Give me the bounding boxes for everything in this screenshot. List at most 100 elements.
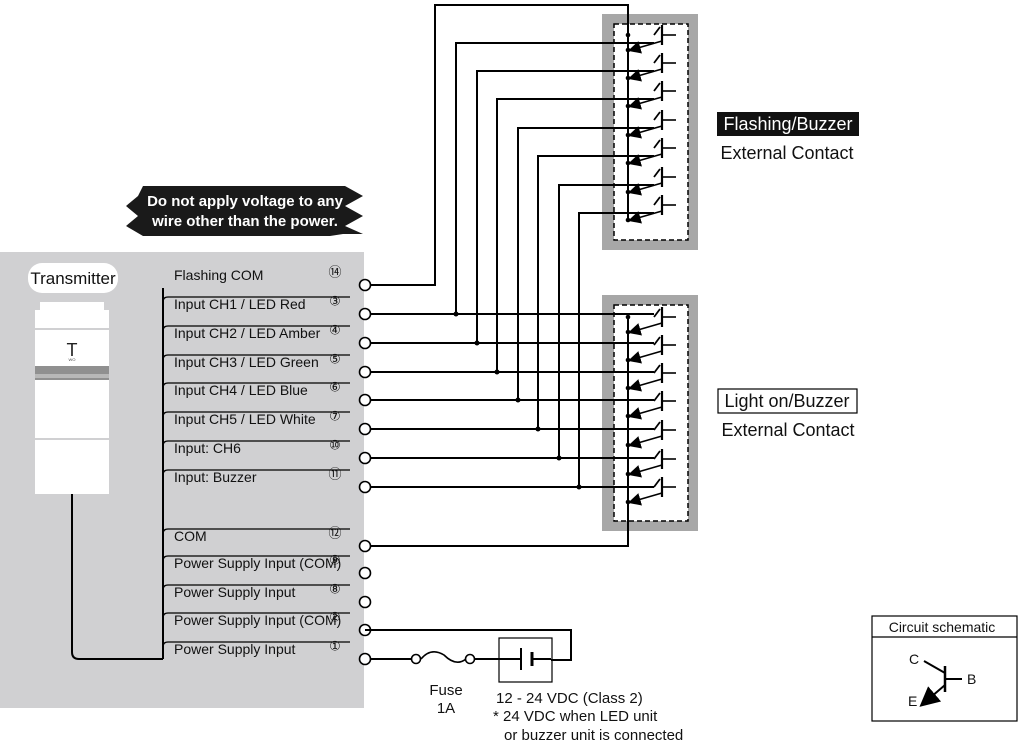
flash-branch-wire [455,42,654,314]
terminal-separator [162,411,350,418]
terminal-label: Input CH3 / LED Green [174,354,319,370]
terminal-label: Input CH5 / LED White [174,411,316,427]
tower-logo-sub: WO [69,357,76,362]
contact-switch [625,420,676,449]
terminal-number: ⑭ [328,266,341,281]
contact-switch [625,25,676,54]
terminal-label: Input: CH6 [174,440,241,456]
terminal-separator [162,354,350,361]
terminal-label: Input CH2 / LED Amber [174,325,321,341]
contact-switch [625,477,676,506]
junction-dot [625,32,631,38]
signal-tower: T WO [35,302,109,494]
contact-switch [625,167,676,196]
light-contact-box [602,295,698,531]
terminal-label: Input: Buzzer [174,469,257,485]
terminal-separator [162,612,350,619]
junction-dot [515,397,521,403]
terminal-separator [162,296,350,303]
junction-dot [625,314,631,320]
junction-dot [474,340,480,346]
terminal-label: Flashing COM [174,267,263,283]
terminal-separator [162,641,350,648]
junction-dot [556,455,562,461]
wiring-lines [371,4,654,547]
warning-line-1: Do not apply voltage to any [147,193,344,210]
terminal-number: ⑥ [329,381,341,396]
terminal-screw [358,422,372,436]
terminal-label: Power Supply Input [174,641,296,657]
terminal-label: COM [174,528,207,544]
contact-switch [625,81,676,110]
power-circuit [365,629,572,683]
contact-switch [625,110,676,139]
contact-switch [625,307,676,336]
terminal-number: ⑪ [328,468,341,483]
terminal-number: ④ [329,324,341,339]
flash-branch-wire [517,127,654,400]
legend-title: Circuit schematic [889,619,996,635]
power-note-2: * 24 VDC when LED unit [493,708,658,725]
terminal-label: Input CH4 / LED Blue [174,382,308,398]
contact-switch [625,53,676,82]
terminal-screw [358,539,372,553]
legend-e: E [908,693,917,709]
contact-switch [625,363,676,392]
terminal-separator [162,584,350,591]
junction-dot [453,311,459,317]
flashing-title: Flashing/Buzzer [723,114,852,134]
legend-b: B [967,671,976,687]
flashing-subtitle: External Contact [720,143,853,163]
transmitter-label-pill [28,263,118,293]
flash-branch-wire [476,70,654,343]
terminal-screw [358,595,372,609]
terminal-screw [358,480,372,494]
flash-branch-wire [537,155,654,429]
terminal-number: ⑫ [328,527,341,542]
terminal-row: Input CH2 / LED Amber ④ [162,324,372,350]
terminal-row: Input: Buzzer ⑪ [162,468,372,494]
power-note-3: or buzzer unit is connected [504,727,683,744]
contact-transistors [625,25,676,506]
tower-cable [71,494,163,660]
terminal-row: Power Supply Input ① [162,640,372,666]
terminal-label: Power Supply Input (COM) [174,555,341,571]
light-title-frame [717,388,858,414]
terminal-row: Input: CH6 ⑩ [162,439,372,465]
terminal-screw [358,365,372,379]
flashing-title-bg [717,112,859,136]
terminal-number: ③ [329,295,341,310]
terminal-screw [358,566,372,580]
terminal-number: ⑦ [329,410,341,425]
terminal-row: Flashing COM ⑭ [174,266,372,292]
terminal-row: Input CH1 / LED Red ③ [162,295,372,321]
flashing-contact-box [602,14,698,250]
terminal-screw [358,652,372,666]
terminal-separator [162,469,350,476]
light-title: Light on/Buzzer [724,391,849,411]
terminal-number: ⑨ [329,554,341,569]
terminal-screw [358,336,372,350]
terminal-label: Power Supply Input (COM) [174,612,341,628]
contact-switch [625,449,676,478]
terminal-separator [162,528,350,535]
terminal-row: Power Supply Input (COM)⑨ [162,554,372,580]
legend-c: C [909,651,919,667]
circuit-schematic-legend: Circuit schematic C B E [871,615,1018,722]
transmitter-label: Transmitter [30,269,116,288]
terminal-number: ⑩ [329,439,341,454]
terminal-separator [162,555,350,562]
terminal-screw [358,451,372,465]
terminal-row: COM ⑫ [162,527,372,553]
terminal-label: Input CH1 / LED Red [174,296,306,312]
contact-switch [625,335,676,364]
warning-badge: Do not apply voltage to any wire other t… [126,186,363,236]
fuse-label-1: Fuse [429,682,462,699]
tower-logo: T [67,340,78,360]
contact-switch [625,138,676,167]
terminal-number: ① [329,640,341,655]
terminal-row: Input CH5 / LED White ⑦ [162,410,372,436]
contact-switch [625,195,676,224]
